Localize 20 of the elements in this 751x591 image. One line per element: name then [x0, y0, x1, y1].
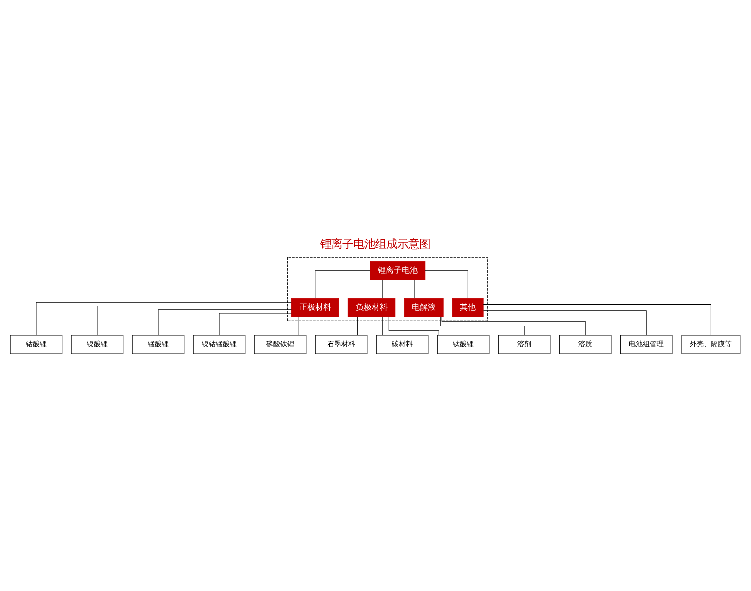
node-box: 负极材料: [348, 298, 396, 318]
connector: [388, 316, 440, 336]
node-box: 电解液: [404, 298, 444, 318]
node-box: 锂离子电池: [370, 261, 426, 280]
connector: [425, 270, 468, 299]
connector: [315, 270, 371, 299]
connector: [97, 306, 292, 336]
connector: [298, 316, 300, 336]
connector: [382, 316, 384, 336]
node-box: 正极材料: [292, 298, 340, 318]
connector: [219, 313, 292, 336]
diagram-title: 锂离子电池组成示意图: [320, 238, 430, 252]
connector: [442, 316, 586, 336]
connector: [36, 302, 292, 336]
connector: [440, 317, 525, 336]
node-box: 其他: [452, 298, 484, 318]
connector: [483, 304, 712, 336]
cluster: [287, 257, 488, 322]
connector: [483, 310, 647, 336]
connector: [158, 310, 292, 336]
